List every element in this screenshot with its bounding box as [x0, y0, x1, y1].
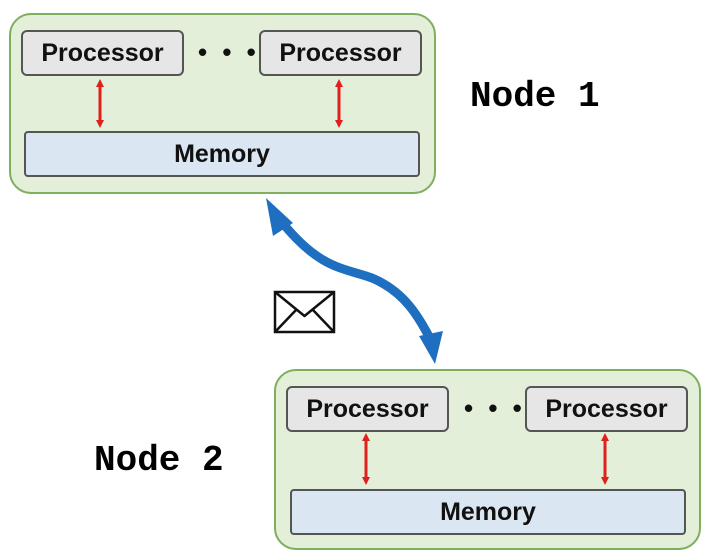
node-1-processor-left: Processor: [21, 30, 184, 76]
message-arrowhead-down: [419, 331, 443, 364]
message-arrowhead-up: [266, 198, 293, 236]
node-1-box: Processor • • • Processor Memory: [9, 13, 436, 194]
node-2-box: Processor • • • Processor Memory: [274, 369, 701, 550]
envelope-icon: [273, 290, 336, 334]
message-link-curve: [276, 216, 437, 347]
node-1-label: Node 1: [470, 76, 600, 117]
node-1-processor-right: Processor: [259, 30, 422, 76]
node-2-memory: Memory: [290, 489, 686, 535]
node-2-ellipsis: • • •: [464, 393, 526, 423]
node-2-processor-right: Processor: [525, 386, 688, 432]
node-2-label: Node 2: [94, 440, 224, 481]
node-1-memory: Memory: [24, 131, 420, 177]
node-2-processor-left: Processor: [286, 386, 449, 432]
node-1-ellipsis: • • •: [198, 37, 260, 67]
